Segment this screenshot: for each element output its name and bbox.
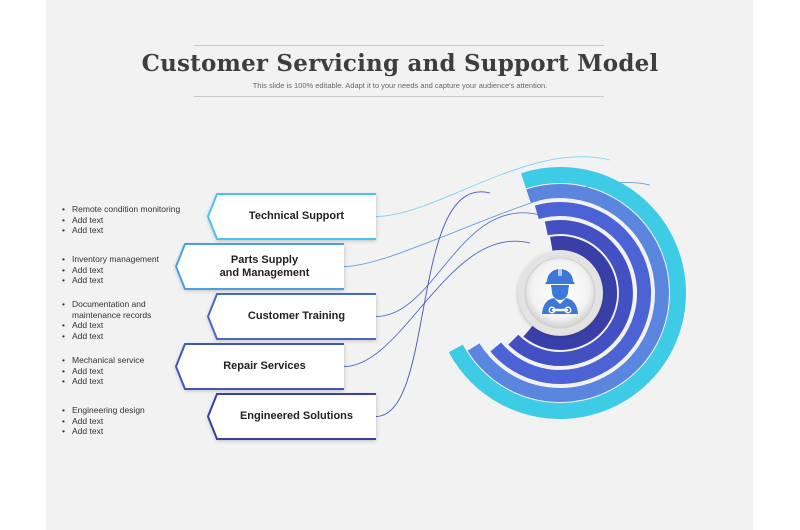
bullet-item: Engineering design — [62, 405, 182, 416]
arc-ring-5 — [448, 167, 686, 419]
service-tag-2 — [176, 244, 344, 289]
bullet-item: Add text — [62, 426, 182, 437]
service-label-5: Engineered Solutions — [239, 410, 354, 422]
service-label-1: Technical Support — [248, 210, 345, 222]
service-tag-1 — [208, 194, 376, 239]
arc-ring-2 — [508, 219, 633, 366]
connector-line-1 — [375, 156, 611, 217]
page-title: Customer Servicing and Support Model — [141, 50, 659, 77]
service-bullets-2: Inventory managementAdd textAdd text — [62, 254, 182, 286]
service-label-4: Repair Services — [223, 360, 306, 372]
service-tag-5 — [208, 394, 376, 439]
bullet-item: Add text — [62, 331, 167, 342]
bullet-item: Mechanical service — [62, 355, 182, 366]
connector-line-5 — [375, 191, 491, 417]
connector-line-3 — [375, 212, 541, 317]
service-tag-border-5 — [206, 393, 376, 440]
service-tag-border-1 — [206, 193, 376, 240]
bullet-item: Inventory management — [62, 254, 182, 265]
service-bullets-1: Remote condition monitoringAdd textAdd t… — [62, 204, 182, 236]
bullet-item: Add text — [62, 225, 182, 236]
service-tag-border-3 — [206, 293, 376, 340]
service-label-3: Customer Training — [247, 310, 346, 322]
bullet-item: Documentation and maintenance records — [62, 299, 167, 320]
arc-ring-3 — [490, 202, 652, 384]
service-label-2: Parts Supply and Management — [219, 253, 310, 279]
engineer-helmet-icon — [542, 269, 578, 314]
arc-ring-4 — [467, 184, 669, 402]
bullet-item: Add text — [62, 320, 167, 331]
concentric-arcs — [448, 167, 686, 419]
arc-ring-1 — [523, 236, 618, 351]
service-tag-3 — [208, 294, 376, 339]
bullet-item: Add text — [62, 275, 182, 286]
bullet-item: Remote condition monitoring — [62, 204, 182, 215]
title-top-rule — [194, 45, 604, 46]
service-tag-4 — [176, 344, 344, 389]
page-subtitle: This slide is 100% editable. Adapt it to… — [252, 81, 548, 90]
bullet-item: Add text — [62, 416, 182, 427]
service-bullets-4: Mechanical serviceAdd textAdd text — [62, 355, 182, 387]
connector-line-4 — [343, 240, 531, 367]
title-bottom-rule — [194, 96, 604, 97]
bullet-item: Add text — [62, 376, 182, 387]
bullet-item: Add text — [62, 265, 182, 276]
service-bullets-3: Documentation and maintenance recordsAdd… — [62, 299, 167, 341]
bullet-item: Add text — [62, 215, 182, 226]
bullet-item: Add text — [62, 366, 182, 377]
service-bullets-5: Engineering designAdd textAdd text — [62, 405, 182, 437]
